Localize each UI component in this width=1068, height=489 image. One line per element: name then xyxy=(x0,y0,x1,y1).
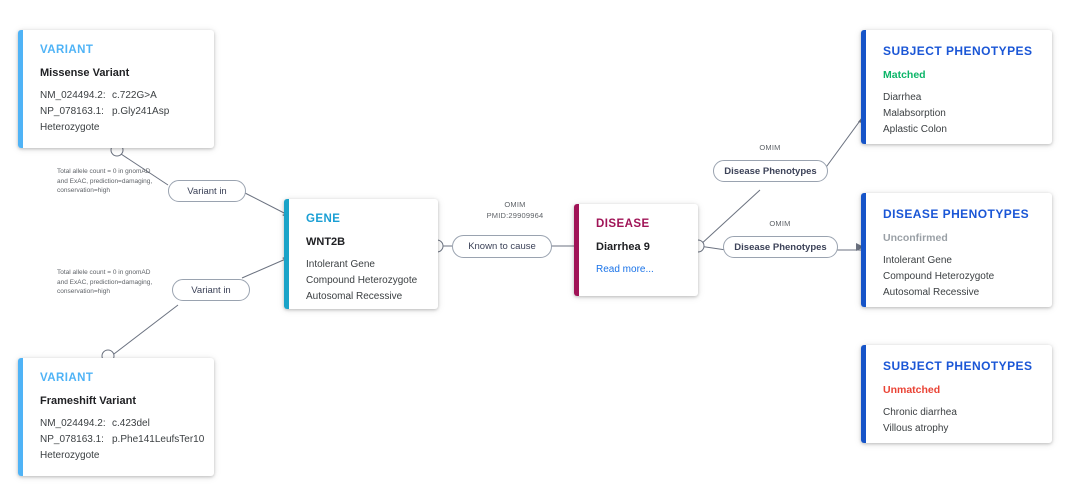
note-variant-bottom-evidence: Total allele count = 0 in gnomAD and ExA… xyxy=(57,269,153,295)
edge-pill-top-to-gene xyxy=(244,192,289,216)
variant-top-protein-key: NP_078163.1: xyxy=(40,106,104,117)
variant-top-transcript-key: NM_024494.2: xyxy=(40,90,106,101)
note-variant-top-evidence: Total allele count = 0 in gnomAD and ExA… xyxy=(57,168,153,194)
card-disease[interactable]: DISEASE Diarrhea 9 Read more... xyxy=(574,204,698,296)
gene-symbol: WNT2B xyxy=(306,236,346,248)
status-badge-unmatched: Unmatched xyxy=(883,384,941,396)
phenotype-item: Villous atrophy xyxy=(883,423,949,434)
phenotype-item: Diarrhea xyxy=(883,92,922,103)
card-subtitle-variant-top: Missense Variant xyxy=(40,67,130,79)
pill-variant-in-top[interactable]: Variant in xyxy=(168,180,246,202)
disease-name: Diarrhea 9 xyxy=(596,241,650,253)
status-badge-matched: Matched xyxy=(883,69,926,81)
edge-pheno-top-to-subject xyxy=(823,117,863,171)
variant-top-row-transcript: NM_024494.2: c.722G>A xyxy=(40,88,200,104)
phenotype-item: Autosomal Recessive xyxy=(883,287,980,298)
edge-label-omim-source: OMIM xyxy=(504,200,526,209)
card-variant-bottom[interactable]: VARIANT Frameshift Variant NM_024494.2: … xyxy=(18,358,214,476)
accent-bar-disease xyxy=(574,204,579,296)
card-subject-phenotypes-unmatched[interactable]: SUBJECT PHENOTYPES Unmatched Chronic dia… xyxy=(861,345,1052,443)
edge-label-omim-bottom: OMIM xyxy=(769,219,791,228)
card-title-variant-top: VARIANT xyxy=(40,44,94,56)
phenotype-item: Chronic diarrhea xyxy=(883,407,957,418)
variant-top-protein-value: p.Gly241Asp xyxy=(112,106,170,117)
variant-bottom-protein-value: p.Phe141LeufsTer10 xyxy=(112,434,205,445)
variant-top-zygosity: Heterozygote xyxy=(40,122,100,133)
pill-known-to-cause[interactable]: Known to cause xyxy=(452,235,552,258)
card-title-disease: DISEASE xyxy=(596,218,650,230)
card-subtitle-variant-bottom: Frameshift Variant xyxy=(40,395,136,407)
accent-bar-disease-phenotypes xyxy=(861,193,866,307)
pill-variant-in-bottom[interactable]: Variant in xyxy=(172,279,250,301)
edge-label-omim-top: OMIM xyxy=(759,143,781,152)
variant-bottom-row-transcript: NM_024494.2: c.423del xyxy=(40,416,200,432)
edge-disease-to-pheno-bottom xyxy=(698,245,727,251)
variant-top-row-protein: NP_078163.1: p.Gly241Asp xyxy=(40,104,200,120)
card-title-gene: GENE xyxy=(306,213,341,225)
card-variant-top[interactable]: VARIANT Missense Variant NM_024494.2: c.… xyxy=(18,30,214,148)
phenotype-item: Intolerant Gene xyxy=(883,255,952,266)
card-title-subject-phenotypes-matched: SUBJECT PHENOTYPES xyxy=(883,44,1033,58)
accent-bar-gene xyxy=(284,199,289,309)
phenotype-item: Malabsorption xyxy=(883,108,946,119)
variant-bottom-protein-key: NP_078163.1: xyxy=(40,434,104,445)
gene-attribute: Compound Heterozygote xyxy=(306,275,418,286)
card-gene[interactable]: GENE WNT2B Intolerant Gene Compound Hete… xyxy=(284,199,438,309)
edge-variant-bottom-to-pill xyxy=(109,304,179,358)
card-title-disease-phenotypes: DISEASE PHENOTYPES xyxy=(883,207,1030,221)
accent-bar-subject-matched xyxy=(861,30,866,144)
gene-attribute: Autosomal Recessive xyxy=(306,291,403,302)
variant-bottom-transcript-value: c.423del xyxy=(112,418,150,429)
variant-bottom-row-protein: NP_078163.1: p.Phe141LeufsTer10 xyxy=(40,432,204,448)
disease-read-more-link[interactable]: Read more... xyxy=(596,264,654,275)
card-title-variant-bottom: VARIANT xyxy=(40,372,94,384)
accent-bar-variant-bottom xyxy=(18,358,23,476)
phenotype-item: Compound Heterozygote xyxy=(883,271,995,282)
pill-disease-phenotypes-bottom[interactable]: Disease Phenotypes xyxy=(723,236,838,258)
card-disease-phenotypes[interactable]: DISEASE PHENOTYPES Unconfirmed Intoleran… xyxy=(861,193,1052,307)
accent-bar-subject-unmatched xyxy=(861,345,866,443)
edge-pill-bottom-to-gene xyxy=(241,257,289,279)
variant-bottom-transcript-key: NM_024494.2: xyxy=(40,418,106,429)
edge-label-omim-pmid: PMID:29909964 xyxy=(486,211,544,220)
gene-attribute: Intolerant Gene xyxy=(306,259,375,270)
variant-top-transcript-value: c.722G>A xyxy=(112,90,157,101)
phenotype-item: Aplastic Colon xyxy=(883,124,947,135)
variant-bottom-zygosity: Heterozygote xyxy=(40,450,100,461)
card-title-subject-phenotypes-unmatched: SUBJECT PHENOTYPES xyxy=(883,359,1033,373)
status-badge-unconfirmed: Unconfirmed xyxy=(883,232,948,244)
card-subject-phenotypes-matched[interactable]: SUBJECT PHENOTYPES Matched Diarrhea Mala… xyxy=(861,30,1052,144)
pill-disease-phenotypes-top[interactable]: Disease Phenotypes xyxy=(713,160,828,182)
accent-bar-variant-top xyxy=(18,30,23,148)
